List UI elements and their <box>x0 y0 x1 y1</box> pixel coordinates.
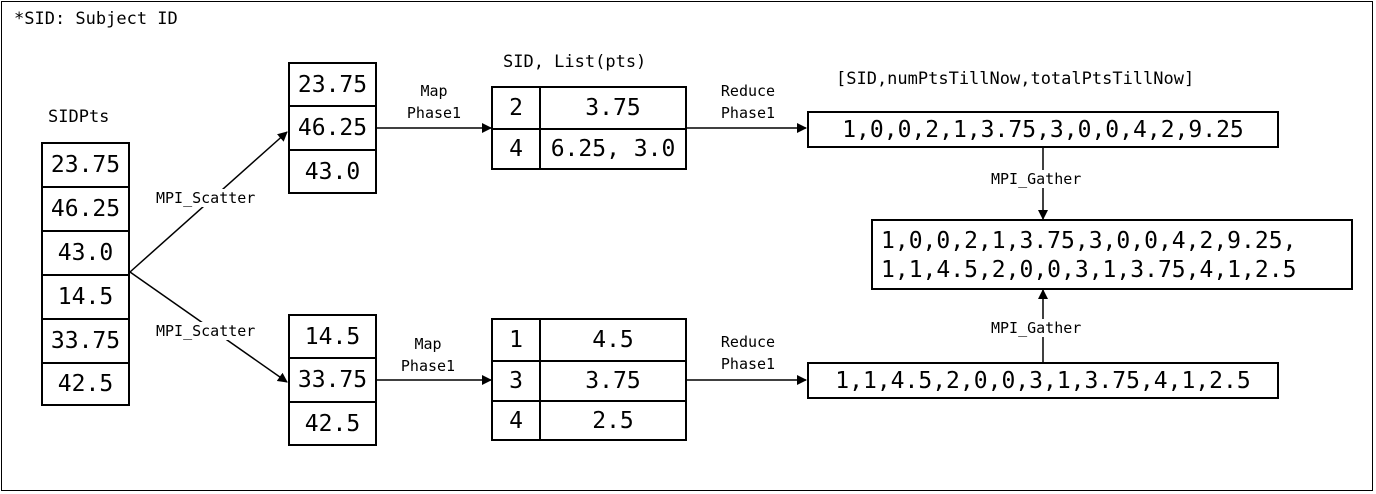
reduce-top-label: Reduce Phase1 <box>704 80 792 124</box>
input-header: SIDPts <box>48 107 110 127</box>
chunk-cell: 23.75 <box>288 62 377 107</box>
gather-top-label: MPI_Gather <box>989 170 1084 188</box>
sid-list-table-bottom: 1 4.5 3 3.75 4 2.5 <box>491 318 687 441</box>
scatter-top-label: MPI_Scatter <box>154 189 258 207</box>
reduce-bottom-label: Reduce Phase1 <box>704 331 792 375</box>
reduce-result-bottom: 1,1,4.5,2,0,0,3,1,3.75,4,1,2.5 <box>807 362 1279 399</box>
table-cell-pts: 2.5 <box>592 407 634 434</box>
chunk-cell: 42.5 <box>288 401 377 446</box>
map-bottom-label: Map Phase1 <box>388 333 468 377</box>
table-row: 4 6.25, 3.0 <box>493 130 685 168</box>
input-cell: 43.0 <box>41 230 130 276</box>
table-cell-pts: 3.75 <box>585 95 641 121</box>
table-cell-sid: 2 <box>493 88 541 128</box>
table-row: 4 2.5 <box>493 402 685 439</box>
reduce-top-label-line: Reduce <box>720 82 776 100</box>
table-row: 3 3.75 <box>493 362 685 402</box>
table-cell-pts: 6.25, 3.0 <box>550 136 676 162</box>
input-cell: 23.75 <box>41 142 130 188</box>
input-cell: 14.5 <box>41 274 130 320</box>
map-top-label-line: Map <box>420 82 448 100</box>
map-top-label-line: Phase1 <box>406 104 462 122</box>
chunk-cell: 14.5 <box>288 314 377 359</box>
gathered-line: 1,0,0,2,1,3.75,3,0,0,4,2,9.25, <box>881 228 1297 254</box>
map-bottom-label-line: Phase1 <box>400 357 456 375</box>
input-cell: 33.75 <box>41 318 130 364</box>
table-cell-sid: 3 <box>493 362 541 400</box>
table-cell-pts: 3.75 <box>585 368 641 394</box>
table-cell-sid: 1 <box>493 320 541 360</box>
reduce-result-top: 1,0,0,2,1,3.75,3,0,0,4,2,9.25 <box>807 111 1279 148</box>
table-cell-sid: 4 <box>493 130 541 168</box>
table-header: SID, List(pts) <box>503 52 647 72</box>
map-top-label: Map Phase1 <box>394 80 474 124</box>
table-cell-pts: 4.5 <box>592 327 634 353</box>
chunk-cell: 43.0 <box>288 149 377 194</box>
gathered-line: 1,1,4.5,2,0,0,3,1,3.75,4,1,2.5 <box>881 257 1297 283</box>
table-row: 2 3.75 <box>493 88 685 130</box>
map-bottom-label-line: Map <box>414 335 442 353</box>
sid-list-table-top: 2 3.75 4 6.25, 3.0 <box>491 86 687 170</box>
reduce-bottom-label-line: Phase1 <box>720 355 776 373</box>
result-header: [SID,numPtsTillNow,totalPtsTillNow] <box>836 69 1195 89</box>
input-cell: 46.25 <box>41 186 130 232</box>
table-cell-sid: 4 <box>493 402 541 439</box>
input-cell: 42.5 <box>41 362 130 406</box>
legend-note: *SID: Subject ID <box>14 9 178 29</box>
chunk-cell: 46.25 <box>288 105 377 151</box>
reduce-top-label-line: Phase1 <box>720 104 776 122</box>
gathered-result: 1,0,0,2,1,3.75,3,0,0,4,2,9.25, 1,1,4.5,2… <box>871 219 1353 290</box>
reduce-bottom-label-line: Reduce <box>720 333 776 351</box>
gather-bottom-label: MPI_Gather <box>989 319 1084 337</box>
chunk-cell: 33.75 <box>288 357 377 403</box>
table-row: 1 4.5 <box>493 320 685 362</box>
scatter-bottom-label: MPI_Scatter <box>154 322 258 340</box>
